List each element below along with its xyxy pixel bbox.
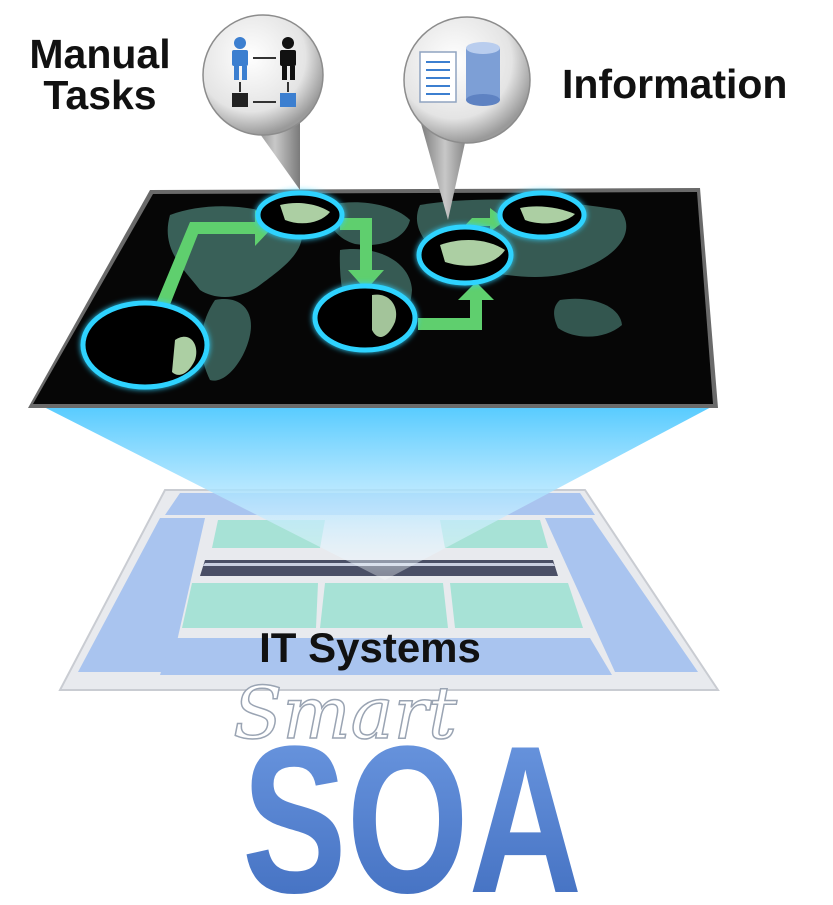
tile-teal-5	[450, 583, 583, 628]
tile-left-column	[78, 518, 205, 672]
information-pin	[403, 16, 531, 220]
smart-soa-logo: SOA Smart	[232, 670, 582, 905]
tile-right-column	[545, 518, 698, 672]
information-label: Information	[562, 61, 788, 107]
tile-teal-4	[320, 583, 448, 628]
continent-australia	[554, 298, 622, 337]
manual-tasks-label: Manual Tasks	[20, 34, 180, 116]
flow-arrow-3	[418, 282, 494, 330]
tile-teal-3	[182, 583, 318, 628]
people-exchange-icon	[232, 37, 296, 107]
manual-tasks-line2: Tasks	[43, 72, 157, 118]
flow-arrow-2	[340, 218, 384, 290]
world-map-panel	[28, 188, 718, 408]
manual-tasks-line1: Manual	[29, 31, 171, 77]
tile-bottom-row	[160, 638, 612, 675]
continent-south-america	[201, 299, 251, 381]
ring-africa	[312, 283, 418, 353]
manual-tasks-pin	[202, 14, 324, 190]
logo-smart: Smart	[233, 671, 458, 755]
location-rings	[80, 190, 587, 390]
light-beam	[40, 405, 715, 580]
it-systems-label: IT Systems	[259, 624, 481, 671]
document-database-icon	[419, 42, 500, 106]
it-systems-platform	[58, 489, 720, 691]
logo-soa: SOA	[242, 702, 582, 905]
